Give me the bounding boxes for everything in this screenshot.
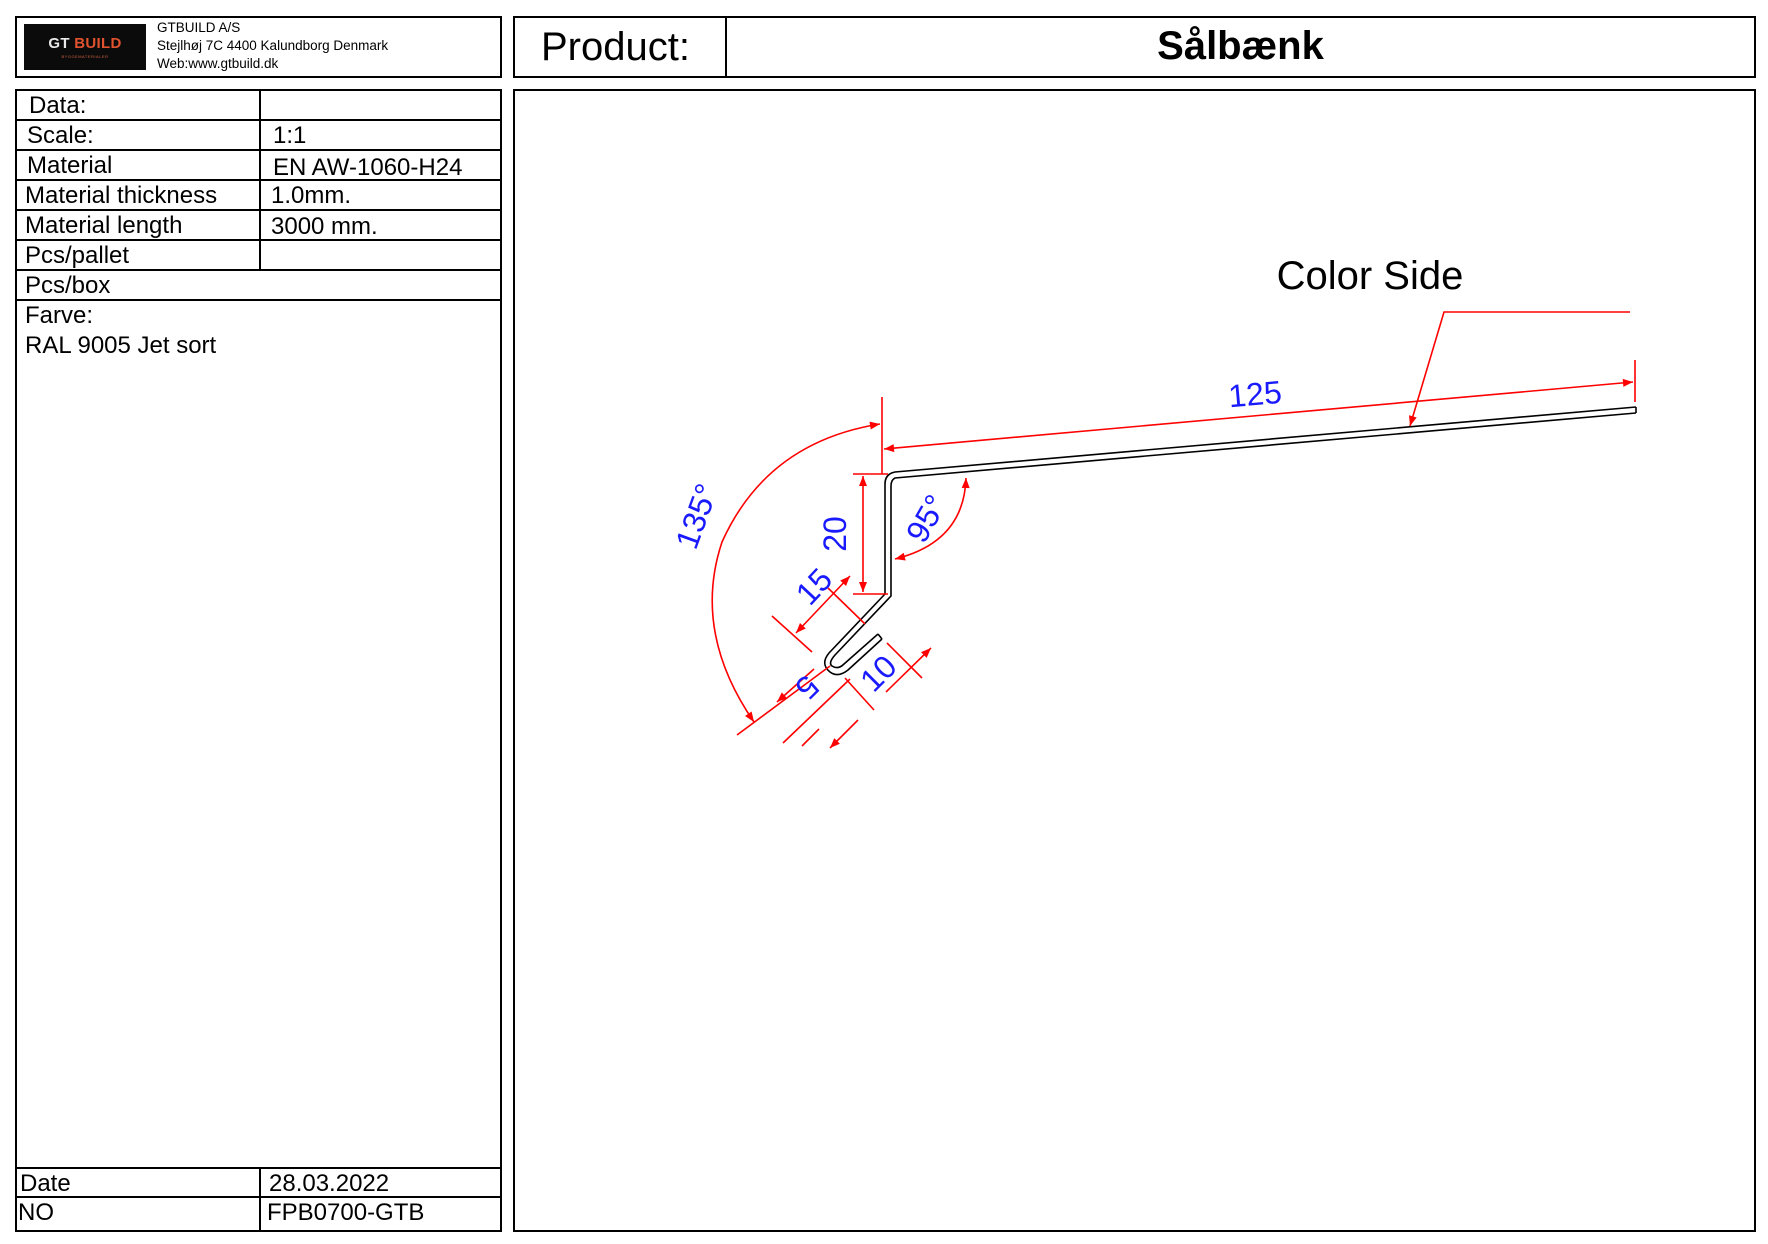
color-side-label: Color Side — [1277, 254, 1464, 298]
product-name: Sålbænk — [1157, 24, 1324, 68]
spec-label-material: Material — [27, 152, 113, 179]
title-block: Product: Sålbænk — [513, 16, 1756, 78]
dimension-lines — [711, 311, 1636, 749]
dimension-text-125: 125 — [1227, 374, 1283, 415]
footer-column-divider — [259, 1169, 261, 1230]
spec-value-length: 3000 mm. — [271, 213, 378, 240]
angle-text-135: 135° — [668, 479, 724, 554]
color-value: RAL 9005 Jet sort — [25, 332, 217, 359]
spec-column-divider — [259, 91, 261, 271]
spec-value-thickness: 1.0mm. — [271, 182, 352, 209]
profile-drawing: Color Side 125 20 15 95° 135° 5 10 — [668, 254, 1637, 749]
spec-row-pcs-pallet — [17, 241, 500, 271]
company-address: Stejlhøj 7C 4400 Kalundborg Denmark — [157, 38, 389, 53]
spec-label-pcs-pallet: Pcs/pallet — [25, 242, 130, 269]
company-logo: GT BUILD BYGGEMATERIALER — [24, 24, 146, 70]
spec-row-material — [17, 151, 500, 181]
company-header: GT BUILD BYGGEMATERIALER GTBUILD A/S Ste… — [15, 16, 502, 78]
footer-label-no: NO — [18, 1199, 54, 1226]
company-name: GTBUILD A/S — [157, 20, 241, 35]
profile-outline — [823, 406, 1637, 676]
footer-separator — [17, 1167, 500, 1169]
spec-row-scale — [17, 121, 500, 151]
logo-text-accent: BUILD — [74, 35, 122, 52]
spec-label-thickness: Material thickness — [25, 182, 218, 209]
footer-value-no: FPB0700-GTB — [267, 1199, 425, 1226]
drawing-area: Color Side 125 20 15 95° 135° 5 10 — [513, 89, 1756, 1232]
spec-label-length: Material length — [25, 212, 183, 239]
spec-value-scale: 1:1 — [273, 122, 307, 149]
color-label: Farve: — [25, 302, 94, 329]
footer-row-date — [17, 1169, 500, 1198]
logo-tagline: BYGGEMATERIALER — [61, 54, 109, 59]
spec-row-pcs-box — [17, 271, 500, 301]
dimension-text-10: 10 — [853, 648, 904, 699]
spec-table: Data: Scale: 1:1 Material EN AW-1060-H24… — [15, 89, 502, 1232]
product-label: Product: — [541, 25, 690, 69]
company-web: Web:www.gtbuild.dk — [157, 56, 279, 71]
angle-text-95: 95° — [899, 489, 954, 549]
footer-label-date: Date — [20, 1170, 71, 1197]
logo-text-primary: GT — [48, 35, 70, 52]
spec-label-scale: Scale: — [27, 122, 94, 149]
spec-row-data — [17, 91, 500, 121]
footer-value-date: 28.03.2022 — [269, 1170, 390, 1197]
spec-value-material: EN AW-1060-H24 — [273, 154, 463, 181]
spec-row-thickness — [17, 181, 500, 211]
spec-label-data: Data: — [29, 92, 87, 119]
title-divider — [725, 18, 727, 76]
dimension-text-20: 20 — [817, 516, 853, 552]
spec-row-length — [17, 211, 500, 241]
spec-label-pcs-box: Pcs/box — [25, 272, 111, 299]
dimension-text-15: 15 — [789, 561, 840, 612]
